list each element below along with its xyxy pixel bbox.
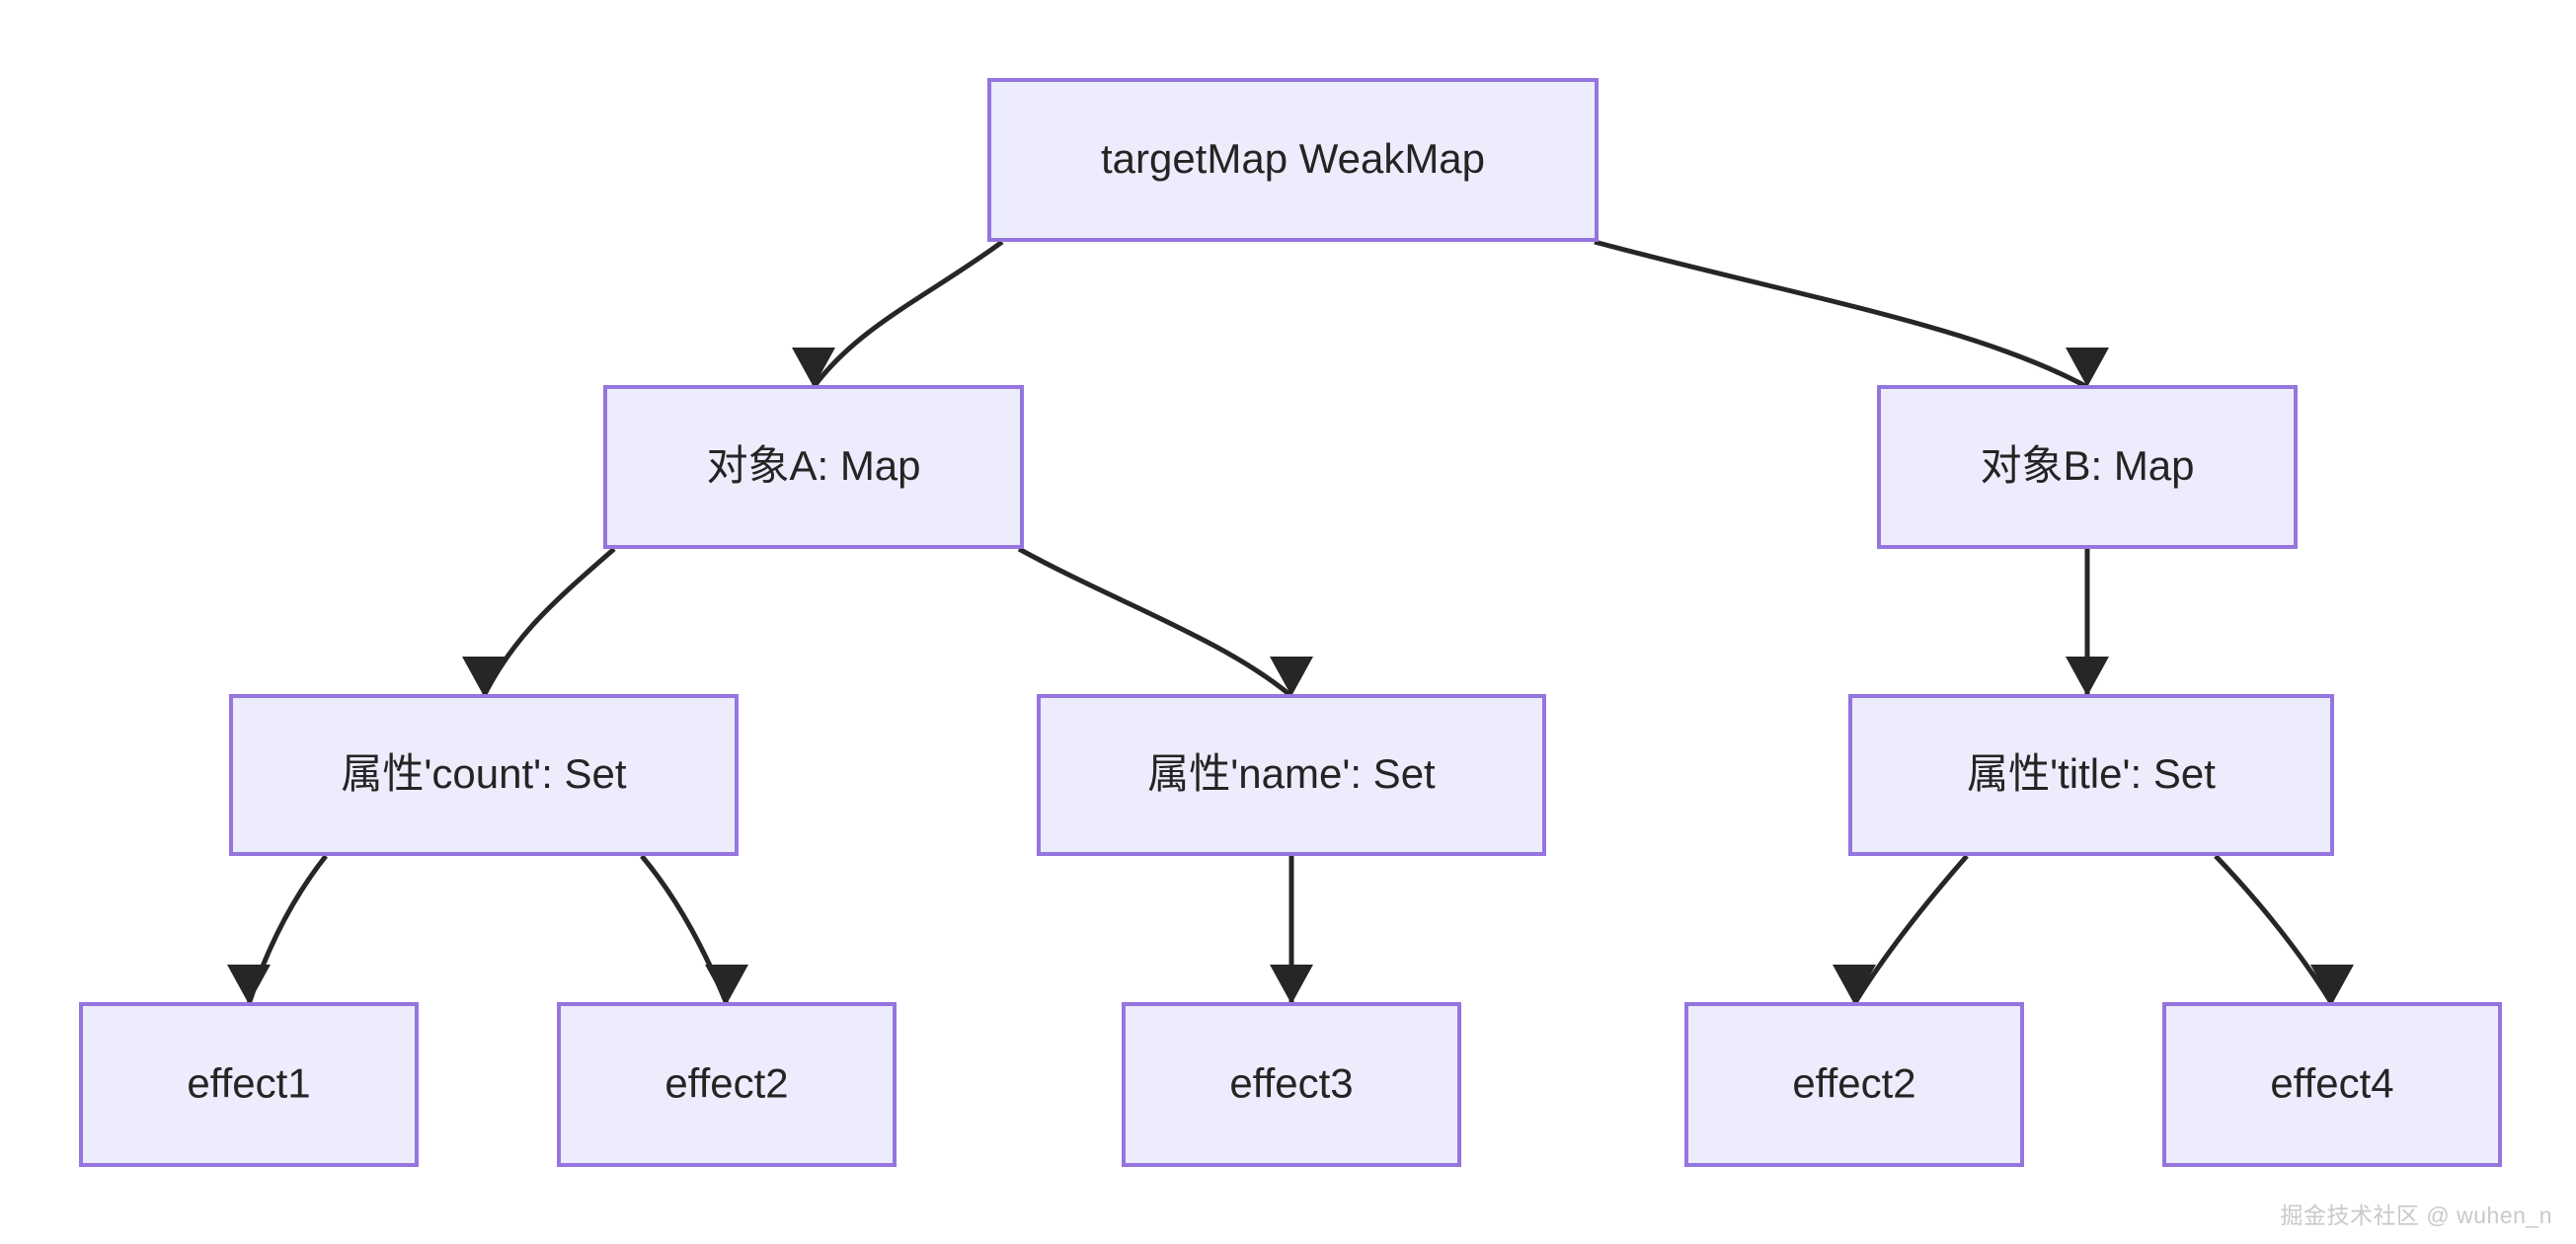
node-root[interactable]: targetMap WeakMap	[987, 78, 1599, 242]
edge-propCount-to-effect1	[227, 854, 328, 1005]
arrowhead-icon	[1270, 657, 1313, 696]
edge-line	[811, 239, 1004, 389]
node-effect1[interactable]: effect1	[79, 1002, 419, 1167]
node-box[interactable]	[2162, 1002, 2502, 1167]
watermark-label: 掘金技术社区 @ wuhen_n	[2280, 1203, 2552, 1228]
arrowhead-icon	[1833, 965, 1876, 1004]
node-box[interactable]	[1848, 694, 2334, 856]
edge-propName-to-effect3	[1270, 856, 1313, 1004]
node-label: 属性'count': Set	[341, 750, 626, 797]
node-label: 对象B: Map	[1980, 442, 2194, 489]
edge-root-to-objB	[1594, 239, 2109, 390]
arrowhead-icon	[2310, 965, 2354, 1004]
arrowhead-icon	[2066, 657, 2109, 696]
node-box[interactable]	[987, 78, 1599, 242]
arrowhead-icon	[2066, 348, 2109, 387]
node-label: 属性'name': Set	[1147, 750, 1436, 797]
node-box[interactable]	[1122, 1002, 1461, 1167]
edge-line	[2214, 854, 2335, 1006]
node-effect2b[interactable]: effect2	[1684, 1002, 2024, 1167]
arrowhead-icon	[705, 965, 748, 1004]
edge-line	[481, 547, 616, 698]
node-propCount[interactable]: 属性'count': Set	[229, 694, 739, 856]
node-propName[interactable]: 属性'name': Set	[1037, 694, 1546, 856]
node-label: 对象A: Map	[706, 442, 920, 489]
arrowhead-icon	[1270, 965, 1313, 1004]
node-label: effect3	[1229, 1060, 1353, 1107]
edge-line	[1594, 239, 2089, 390]
node-box[interactable]	[603, 385, 1024, 549]
nodes-layer: targetMap WeakMap 对象A: Map 对象B: Map 属性'coun…	[79, 78, 2502, 1167]
edge-propTitle-to-effect4	[2214, 854, 2354, 1006]
node-label: effect1	[187, 1060, 310, 1107]
edge-line	[1851, 854, 1969, 1006]
node-label: effect2	[1792, 1060, 1915, 1107]
node-box[interactable]	[229, 694, 739, 856]
node-objA[interactable]: 对象A: Map	[603, 385, 1024, 549]
node-box[interactable]	[1684, 1002, 2024, 1167]
node-propTitle[interactable]: 属性'title': Set	[1848, 694, 2334, 856]
arrowhead-icon	[227, 965, 271, 1004]
node-effect3[interactable]: effect3	[1122, 1002, 1461, 1167]
node-box[interactable]	[1037, 694, 1546, 856]
edge-line	[1017, 546, 1293, 698]
edge-root-to-objA	[792, 239, 1004, 389]
node-label: 属性'title': Set	[1967, 750, 2216, 797]
edge-propTitle-to-effect2b	[1833, 854, 1969, 1006]
arrowhead-icon	[792, 348, 835, 387]
node-objB[interactable]: 对象B: Map	[1877, 385, 2298, 549]
node-label: effect2	[664, 1060, 788, 1107]
node-box[interactable]	[79, 1002, 419, 1167]
node-label: targetMap WeakMap	[1101, 135, 1485, 182]
edge-objA-to-propCount	[462, 547, 616, 698]
edge-propCount-to-effect2a	[640, 854, 748, 1005]
node-label: effect4	[2270, 1060, 2393, 1107]
edge-line	[640, 854, 730, 1005]
arrowhead-icon	[462, 657, 506, 696]
node-effect4[interactable]: effect4	[2162, 1002, 2502, 1167]
edge-objB-to-propTitle	[2066, 549, 2109, 696]
node-box[interactable]	[557, 1002, 897, 1167]
edges-layer	[227, 239, 2354, 1006]
node-box[interactable]	[1877, 385, 2298, 549]
node-effect2a[interactable]: effect2	[557, 1002, 897, 1167]
edge-objA-to-propName	[1017, 546, 1313, 698]
